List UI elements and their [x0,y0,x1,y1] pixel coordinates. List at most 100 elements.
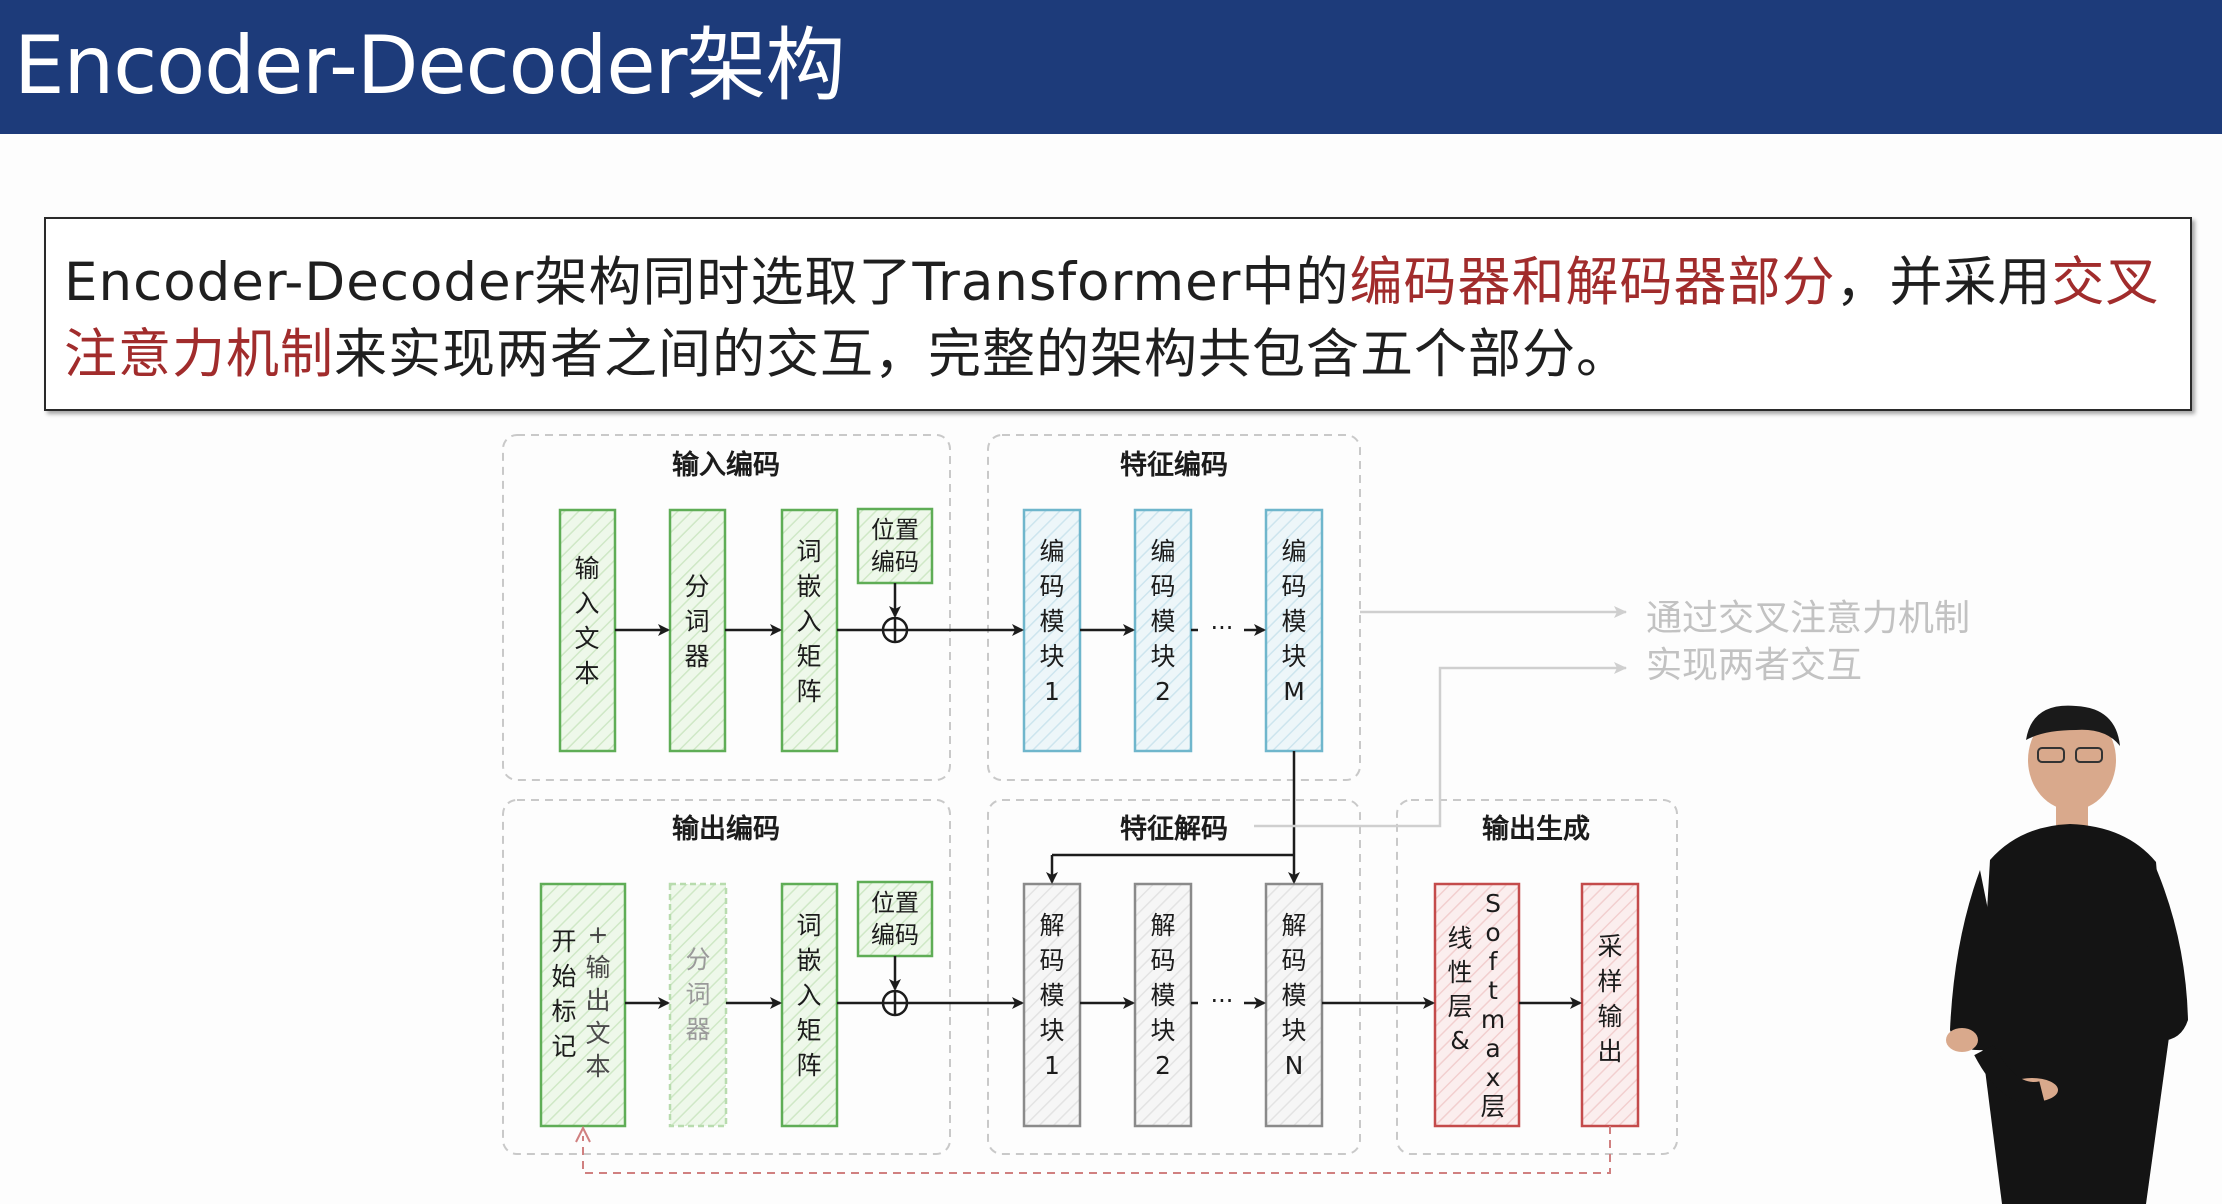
label-linear-softmax-a-char: 层 [1447,992,1472,1021]
label-tokenizer-faded-char: 分 [685,945,710,974]
label-tokenizer-char: 分 [684,572,709,601]
label-encM-top-char: 块 [1281,642,1306,671]
label-decN-char: 块 [1281,1016,1306,1045]
label-dec1-char: 模 [1039,981,1064,1010]
block-sampling-output [1580,882,1640,1128]
label-enc1-top-char: 编 [1039,537,1064,566]
label-tokenizer-faded: 分词器 [685,945,710,1044]
label-enc1-top-char: 模 [1039,607,1064,636]
label-dec2-char: 码 [1150,946,1175,975]
section-output-encoding-frame [502,799,951,1155]
label-encM-top-char: 编 [1281,537,1306,566]
label-enc1-top-char: 块 [1039,642,1064,671]
label-plus-output-text-char: 出 [585,986,610,1015]
label-plus-output-text-char: 文 [585,1019,610,1048]
block-linear-softmax [1433,882,1521,1128]
label-linear-softmax-a-char: 线 [1447,924,1472,953]
label-start-tag-char: 标 [551,997,576,1026]
label-dec2-char: 模 [1150,981,1175,1010]
section-feature-encoding-frame [987,434,1361,781]
label-embedding-matrix-2-char: 入 [796,981,821,1010]
ellipsis-encoders: ··· [1211,614,1234,642]
section-title-output-encoding: 输出编码 [672,813,780,845]
block-embedding-matrix [780,508,839,753]
section-title-input-encoding: 输入编码 [672,449,780,481]
label-decN-char: N [1285,1051,1304,1080]
feedback-loop-line [582,1126,1611,1174]
label-embedding-matrix-2-char: 嵌 [796,946,821,975]
label-dec2-char: 2 [1155,1051,1171,1080]
label-sampling-output-char: 出 [1597,1037,1622,1066]
description-part-2: ，并采用 [1835,252,2052,313]
label-plus-output-text-char: + [588,920,609,949]
description-part-1: Encoder-Decoder架构同时选取了Transformer中的 [64,252,1350,313]
label-encM-top-char: 码 [1281,572,1306,601]
block-tokenizer-faded [668,882,728,1128]
section-title-output-generation: 输出生成 [1482,813,1590,845]
label-sampling-output-char: 输 [1597,1002,1622,1031]
label-dec1-char: 1 [1044,1051,1060,1080]
pos-encoding-label-line1-bottom: 位置 [871,889,919,917]
label-decN-char: 解 [1281,911,1306,940]
label-enc2-top-char: 码 [1150,572,1175,601]
ellipsis-decoders: ··· [1211,987,1234,1015]
label-linear-softmax-b-char: 层 [1480,1092,1505,1121]
label-plus-output-text-char: 输 [585,953,610,982]
label-linear-softmax-b-char: t [1488,976,1498,1005]
block-embedding-matrix-2 [780,882,839,1128]
block-decoder-1 [1022,882,1082,1128]
description-highlight-2: 交叉注意力机制 [64,252,2160,385]
annotation-text-line1: 通过交叉注意力机制 [1646,598,1970,639]
label-enc2-top-char: 2 [1155,677,1171,706]
presenter-figure [1946,705,2188,1204]
section-output-generation-frame [1396,799,1678,1155]
label-tokenizer-char: 器 [684,642,709,671]
label-linear-softmax-a: 线性层& [1447,924,1472,1055]
label-input-text-char: 文 [574,624,599,653]
label-enc1-top-char: 码 [1039,572,1064,601]
label-encM-top-char: M [1283,677,1305,706]
pos-encoding-label-line2-top: 编码 [871,548,919,576]
label-dec2-char: 解 [1150,911,1175,940]
label-embedding-matrix-char: 嵌 [796,572,821,601]
label-linear-softmax-a-char: 性 [1447,958,1472,987]
label-embedding-matrix-char: 入 [796,607,821,636]
block-start-tag-output-text [539,882,627,1128]
pos-encoding-label-line2-bottom: 编码 [871,921,919,949]
label-start-tag-char: 始 [551,962,576,991]
label-enc2-top-char: 模 [1150,607,1175,636]
label-dec1-char: 解 [1039,911,1064,940]
label-linear-softmax-b-char: a [1485,1034,1500,1063]
description-box: Encoder-Decoder架构同时选取了Transformer中的编码器和解… [44,217,2192,411]
label-dec1-char: 块 [1039,1016,1064,1045]
label-start-tag-char: 开 [551,927,576,956]
section-input-encoding-frame [502,434,951,781]
label-linear-softmax-b-char: x [1486,1063,1501,1092]
label-linear-softmax-b-char: f [1489,947,1499,976]
block-input-text [558,508,617,753]
block-decoder-2 [1133,882,1193,1128]
block-decoder-N [1264,882,1324,1128]
label-linear-softmax-b-char: m [1481,1005,1505,1034]
label-enc1-top-char: 1 [1044,677,1060,706]
block-positional-encoding [856,507,934,585]
description-highlight-1: 编码器和解码器部分 [1349,252,1836,313]
label-embedding-matrix-2-char: 阵 [796,1051,821,1080]
label-decN-char: 码 [1281,946,1306,975]
label-embedding-matrix-2-char: 矩 [796,1016,821,1045]
annotation-line-decoder [1254,662,1627,828]
label-dec1-char: 码 [1039,946,1064,975]
